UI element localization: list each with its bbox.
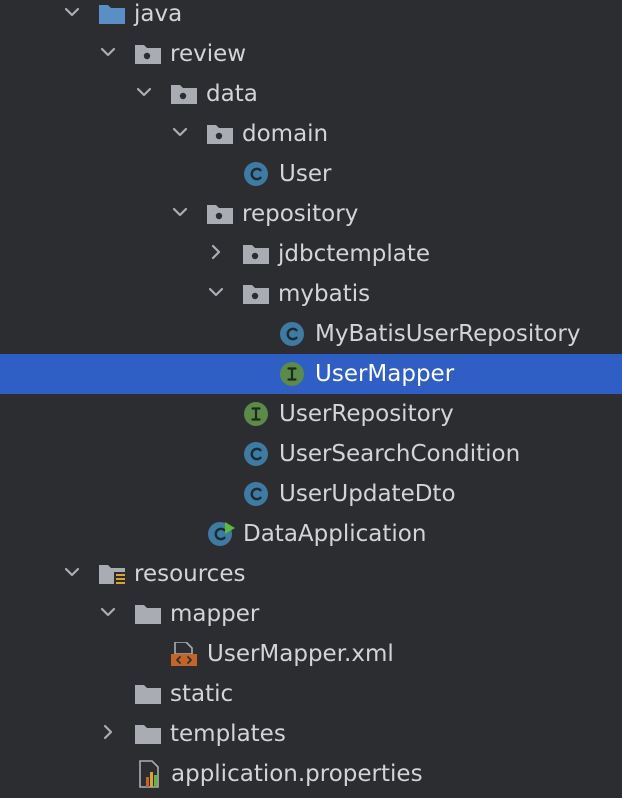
tree-row-repository[interactable]: repository [0,194,622,234]
tree-row-label: User [279,161,332,187]
chevron-right-icon[interactable] [204,234,230,274]
chevron-down-icon[interactable] [96,594,122,634]
chevron-down-icon[interactable] [168,114,194,154]
tree-row-mybatis-user-repository[interactable]: MyBatisUserRepository [0,314,622,354]
xml-file-icon [170,642,198,666]
resources-folder-icon [98,562,126,586]
tree-row-java[interactable]: java [0,0,622,34]
tree-row-label: mapper [170,601,260,627]
folder-icon [134,722,162,746]
folder-icon [134,682,162,706]
tree-row-user-update-dto[interactable]: UserUpdateDto [0,474,622,514]
tree-row-label: resources [134,561,246,587]
properties-file-icon [136,760,164,788]
tree-row-label: UserUpdateDto [279,481,456,507]
tree-row-label: templates [170,721,286,747]
package-icon [206,202,234,226]
tree-row-user-search-condition[interactable]: UserSearchCondition [0,434,622,474]
spring-boot-class-icon [207,522,235,546]
tree-row-templates[interactable]: templates [0,714,622,754]
package-icon [242,282,270,306]
tree-row-label: mybatis [278,281,371,307]
class-icon [279,322,307,346]
chevron-down-icon[interactable] [60,0,86,34]
tree-row-label: DataApplication [243,521,427,547]
tree-row-label: UserMapper.xml [207,641,394,667]
tree-row-mybatis[interactable]: mybatis [0,274,622,314]
package-icon [206,122,234,146]
tree-row-user-repository[interactable]: UserRepository [0,394,622,434]
chevron-down-icon[interactable] [132,74,158,114]
tree-row-user-mapper-xml[interactable]: UserMapper.xml [0,634,622,674]
tree-row-label: review [170,41,247,67]
tree-row-label: UserMapper [315,361,455,387]
package-icon [134,42,162,66]
tree-row-label: UserSearchCondition [279,441,521,467]
tree-row-resources[interactable]: resources [0,554,622,594]
chevron-down-icon[interactable] [204,274,230,314]
class-icon [243,442,271,466]
tree-row-user-mapper[interactable]: UserMapper [0,354,622,394]
tree-row-label: data [206,81,258,107]
tree-row-user[interactable]: User [0,154,622,194]
tree-row-jdbctemplate[interactable]: jdbctemplate [0,234,622,274]
interface-icon [279,362,307,386]
chevron-right-icon[interactable] [96,714,122,754]
chevron-down-icon[interactable] [168,194,194,234]
interface-icon [243,402,271,426]
package-icon [170,82,198,106]
tree-row-label: jdbctemplate [278,241,431,267]
class-icon [243,162,271,186]
tree-row-label: domain [242,121,329,147]
tree-row-data[interactable]: data [0,74,622,114]
package-icon [242,242,270,266]
tree-row-domain[interactable]: domain [0,114,622,154]
tree-row-label: application.properties [171,761,423,787]
tree-row-review[interactable]: review [0,34,622,74]
tree-row-static[interactable]: static [0,674,622,714]
tree-row-label: static [170,681,234,707]
tree-row-label: MyBatisUserRepository [315,321,581,347]
folder-icon [134,602,162,626]
tree-row-data-application[interactable]: DataApplication [0,514,622,554]
tree-row-label: UserRepository [279,401,454,427]
tree-row-label: repository [242,201,359,227]
class-icon [243,482,271,506]
java-source-folder-icon [98,2,126,26]
chevron-down-icon[interactable] [96,34,122,74]
tree-row-application-properties[interactable]: application.properties [0,754,622,794]
tree-row-label: java [134,1,183,27]
tree-row-mapper[interactable]: mapper [0,594,622,634]
chevron-down-icon[interactable] [60,554,86,594]
